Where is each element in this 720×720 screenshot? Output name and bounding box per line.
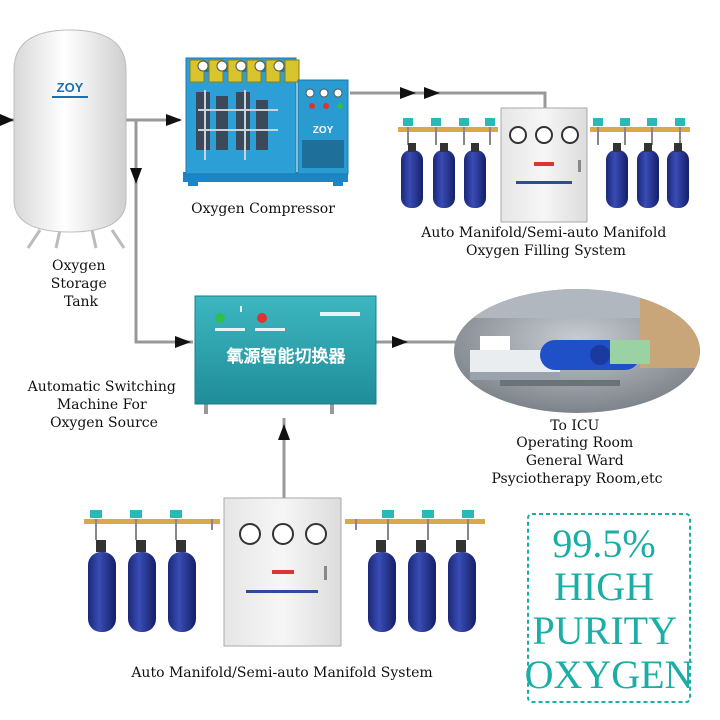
hospital-label: To ICU Operating Room General Ward Psyci… [491,418,662,487]
compressor-logo: ZOY [313,125,334,136]
manifold-control-box [223,497,342,647]
pipe-compressor-to-filling [350,91,547,108]
filling-manifold-right [590,118,690,208]
flow-arrows [0,87,440,440]
automatic-switching-machine: 氧源智能切换器 [194,295,377,414]
tank-logo: ZOY [57,80,84,95]
filling-manifold-left [398,118,498,208]
arrow-down-from-tank [130,168,142,184]
switching-machine-label: Automatic Switching Machine For Oxygen S… [27,379,181,431]
arrow-to-filling-1 [400,87,416,99]
purity-text: 99.5% HIGH PURITY OXYGEN [525,521,694,697]
oxygen-compressor: ZOY [183,57,349,186]
manifold-left-bank [84,510,220,632]
arrow-up-to-switcher [278,424,290,440]
switcher-panel-text: 氧源智能切换器 [226,346,347,367]
arrow-to-hospital [392,336,408,348]
tank-label: Oxygen Storage Tank [51,258,111,310]
arrow-inlet [0,114,14,126]
compressor-label: Oxygen Compressor [191,201,335,217]
manifold-right-bank [345,510,485,632]
arrow-to-switcher [175,336,191,348]
filling-control-box [500,107,588,223]
filling-system-label: Auto Manifold/Semi-auto Manifold Oxygen … [420,225,670,259]
pipe-tank-to-switcher [134,120,193,344]
oxygen-storage-tank: ZOY [13,29,127,249]
hospital-room-image [454,289,700,413]
manifold-system-label: Auto Manifold/Semi-auto Manifold System [130,665,432,681]
purity-box: 99.5% HIGH PURITY OXYGEN [525,513,694,703]
arrow-to-compressor [166,114,182,126]
arrow-to-filling-2 [424,87,440,99]
